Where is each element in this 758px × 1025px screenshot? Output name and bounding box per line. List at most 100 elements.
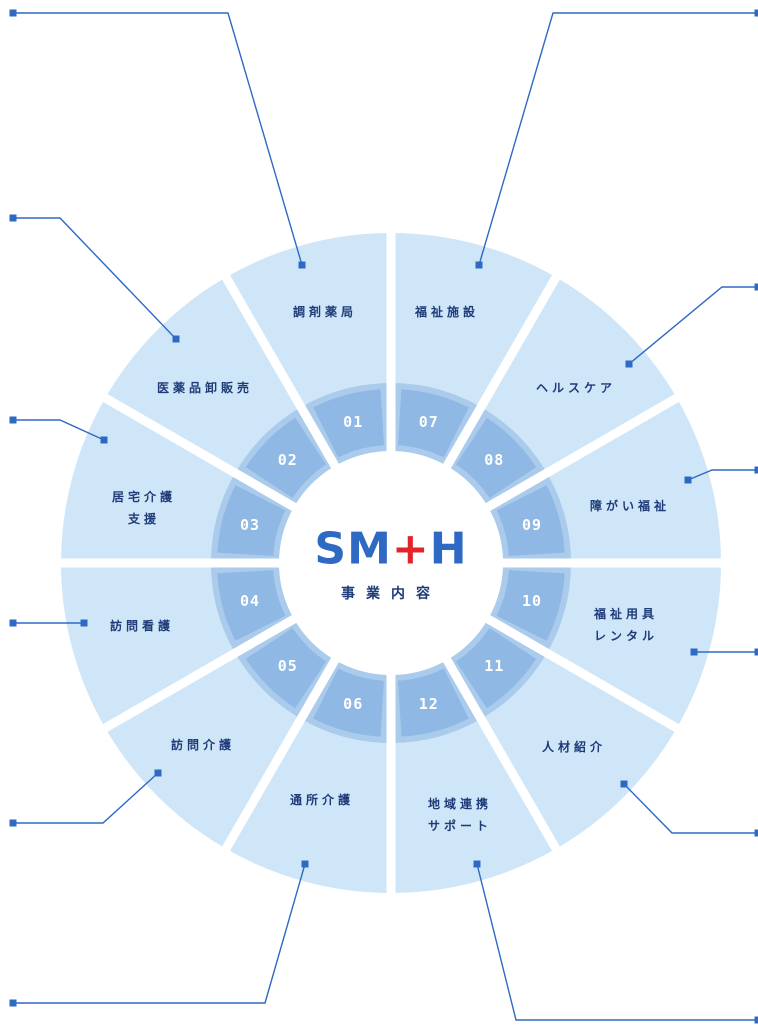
segment-number-12: 12	[418, 695, 439, 714]
segment-label-01[interactable]: 調剤薬局	[293, 301, 357, 323]
segment-label-line: 居宅介護	[111, 490, 177, 504]
segment-number-07: 07	[418, 412, 439, 431]
connector-end-marker	[9, 819, 17, 827]
number-tab-11	[456, 628, 537, 709]
segment-number-02: 02	[277, 450, 298, 469]
number-tab-05	[245, 628, 326, 709]
segment-label-line: 地域連携	[427, 797, 493, 811]
segment-divider	[387, 271, 562, 566]
connector-end-marker	[754, 466, 758, 474]
segment-number-03: 03	[239, 516, 260, 535]
connector-marker	[80, 619, 88, 627]
connector-end-marker	[754, 1016, 758, 1024]
connector-line-09	[687, 469, 758, 481]
segment-divider	[388, 559, 683, 734]
segment-label-line: サポート	[427, 819, 493, 833]
connector-end-marker	[754, 648, 758, 656]
segment-number-10: 10	[521, 591, 543, 610]
segment-number-11: 11	[484, 657, 505, 676]
number-tab-07	[398, 389, 469, 458]
number-tab-12	[398, 668, 469, 737]
connector-marker	[298, 261, 306, 269]
segment-label-12[interactable]: 地域連携サポート	[428, 793, 492, 837]
number-tab-09	[496, 485, 565, 556]
connector-marker	[301, 860, 309, 868]
connector-end-marker	[9, 416, 17, 424]
segment-label-line: 福祉施設	[414, 305, 480, 319]
segment-label-02[interactable]: 医薬品卸販売	[157, 377, 253, 399]
connector-line-11	[623, 783, 758, 834]
connector-end-marker	[9, 619, 17, 627]
segment-divider	[99, 559, 394, 734]
segment-number-09: 09	[521, 516, 543, 535]
connector-line-05	[13, 772, 159, 824]
segment-label-line: 訪問看護	[109, 619, 175, 633]
segment-label-05[interactable]: 訪問介護	[171, 734, 235, 756]
segment-label-line: 障がい福祉	[589, 499, 671, 513]
segment-label-line: 通所介護	[289, 793, 355, 807]
segment-label-03[interactable]: 居宅介護支援	[112, 486, 176, 530]
segment-label-line: 調剤薬局	[292, 305, 358, 319]
segment-divider	[220, 560, 395, 855]
connector-end-marker	[754, 829, 758, 837]
segment-label-line: レンタル	[593, 629, 659, 643]
segment-label-line: 人材紹介	[541, 740, 607, 754]
smh-logo: SM+H	[314, 524, 467, 575]
connector-marker	[100, 436, 108, 444]
segment-number-08: 08	[484, 450, 505, 469]
segment-number-04: 04	[239, 591, 260, 610]
segment-number-06: 06	[343, 695, 364, 714]
segment-number-01: 01	[343, 412, 364, 431]
segment-label-08[interactable]: ヘルスケア	[536, 377, 616, 399]
connector-marker	[690, 648, 698, 656]
connector-marker	[172, 335, 180, 343]
segment-divider	[99, 392, 394, 567]
segment-number-05: 05	[277, 657, 298, 676]
logo-text-left: SM	[314, 523, 392, 575]
connector-marker	[620, 780, 628, 788]
segment-label-line: ヘルスケア	[535, 381, 617, 395]
number-tab-08	[456, 417, 537, 498]
connector-end-marker	[754, 283, 758, 291]
number-tab-10	[496, 570, 565, 641]
segment-label-06[interactable]: 通所介護	[290, 789, 354, 811]
segment-label-10[interactable]: 福祉用具レンタル	[594, 603, 658, 647]
connector-marker	[625, 360, 633, 368]
connector-end-marker	[9, 214, 17, 222]
connector-marker	[475, 261, 483, 269]
connector-line-01	[13, 12, 303, 266]
segment-divider	[388, 392, 683, 567]
connector-end-marker	[9, 9, 17, 17]
connector-line-08	[628, 286, 758, 365]
number-tab-04	[217, 570, 286, 641]
number-tab-01	[313, 389, 384, 458]
connector-end-marker	[754, 9, 758, 17]
segment-label-07[interactable]: 福祉施設	[415, 301, 479, 323]
connector-marker	[473, 860, 481, 868]
segment-label-09[interactable]: 障がい福祉	[590, 495, 670, 517]
connector-line-12	[476, 863, 758, 1021]
number-tab-02	[245, 417, 326, 498]
connector-marker	[154, 769, 162, 777]
connector-marker	[684, 476, 692, 484]
red-cross-icon: +	[391, 523, 430, 575]
logo-text-right: H	[429, 523, 468, 575]
segment-label-line: 福祉用具	[593, 607, 659, 621]
connector-line-03	[13, 419, 105, 441]
connector-line-02	[13, 217, 177, 340]
number-tab-06	[313, 668, 384, 737]
segment-label-line: 訪問介護	[170, 738, 236, 752]
number-tab-03	[217, 485, 286, 556]
connector-line-07	[478, 12, 758, 266]
segment-divider	[387, 560, 562, 855]
segment-label-11[interactable]: 人材紹介	[542, 736, 606, 758]
segment-divider	[220, 271, 395, 566]
connector-line-06	[13, 863, 306, 1004]
connector-end-marker	[9, 999, 17, 1007]
segment-label-line: 医薬品卸販売	[156, 381, 254, 395]
segment-label-line: 支援	[127, 512, 161, 526]
diagram-subtitle: 事業内容	[341, 586, 441, 602]
segment-label-04[interactable]: 訪問看護	[110, 615, 174, 637]
